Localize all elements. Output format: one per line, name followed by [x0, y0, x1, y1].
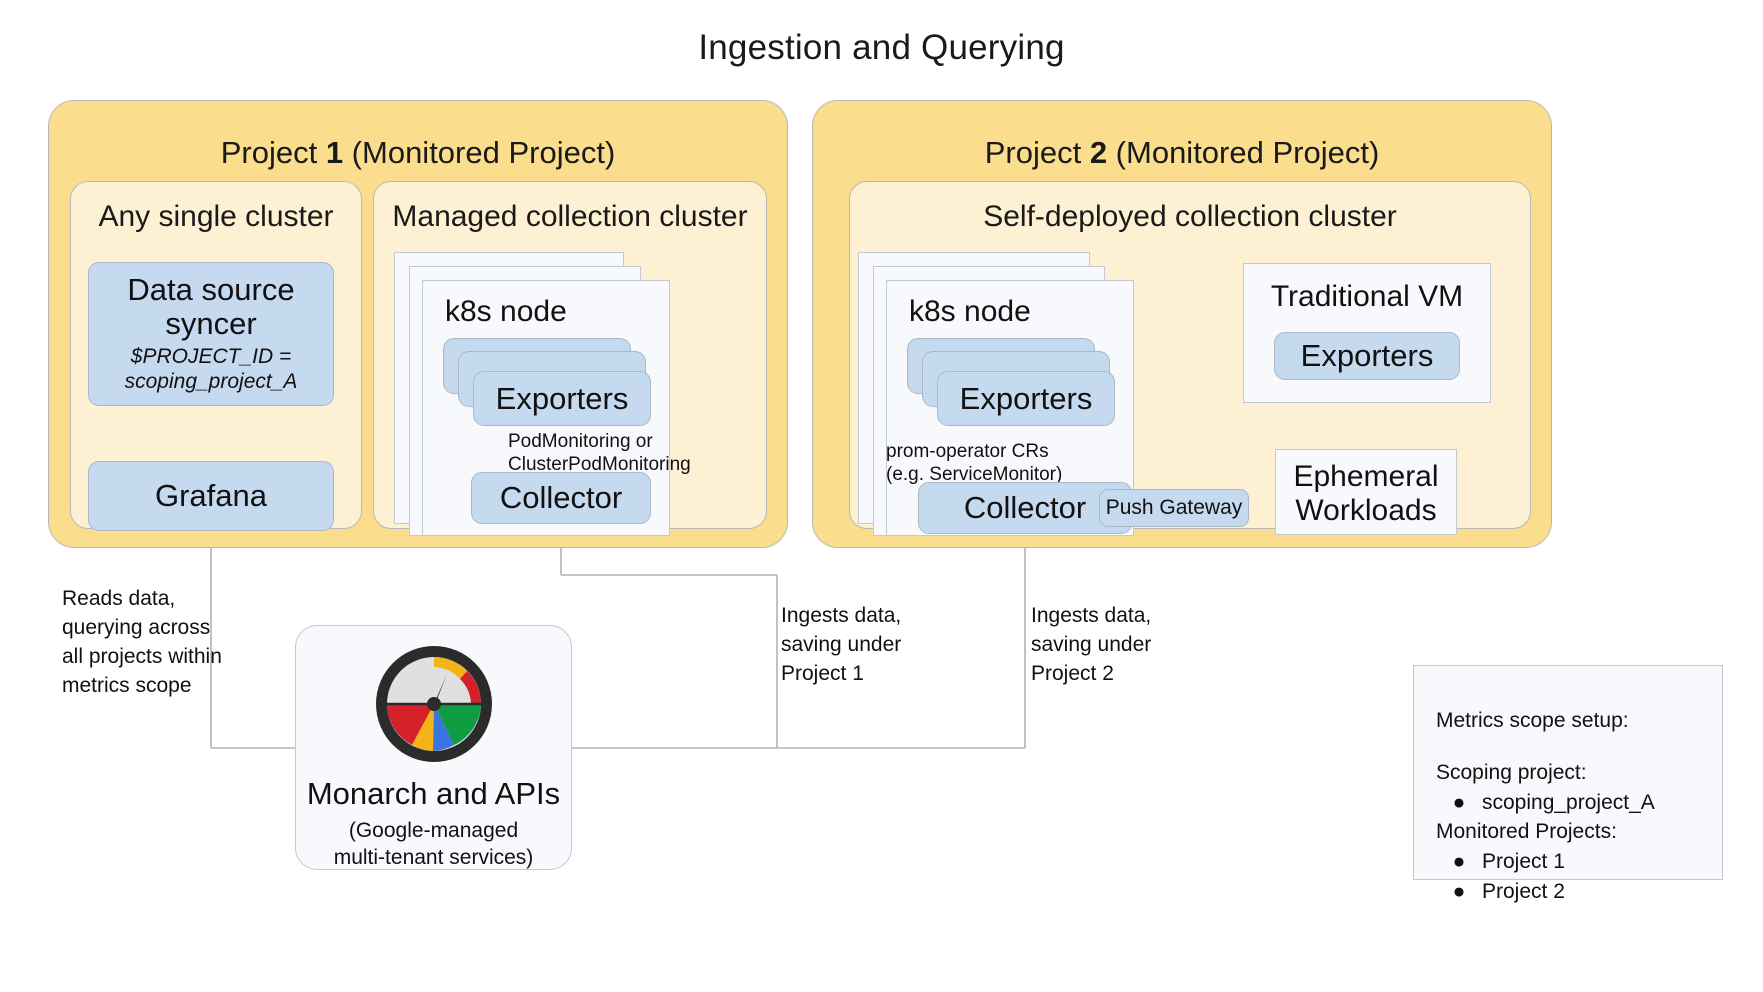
cluster-managed-collection-title: Managed collection cluster: [392, 200, 748, 233]
monitored-project-item-2-label: Project 2: [1482, 880, 1565, 904]
pod-monitoring-line-1: PodMonitoring or: [508, 431, 653, 452]
cluster-any-single-title: Any single cluster: [98, 200, 334, 233]
project-2-number: 2: [1089, 135, 1108, 170]
monitored-project-item-1: ● Project 1: [1436, 847, 1712, 877]
k8s-node-label-2: k8s node: [909, 295, 1031, 328]
reads-data-label: Reads data, querying across all projects…: [62, 587, 222, 697]
exporters-box-2[interactable]: Exporters: [937, 371, 1115, 426]
prom-operator-edge-label: prom-operator CRs (e.g. ServiceMonitor): [886, 440, 1106, 486]
pod-monitoring-line-2: ClusterPodMonitoring: [508, 454, 691, 476]
syncer-project-id: $PROJECT_ID = scoping_project_A: [124, 345, 298, 394]
bullet-dot-icon: ●: [1452, 850, 1466, 874]
pod-monitoring-edge-label: PodMonitoring or ClusterPodMonitoring: [508, 430, 728, 476]
monarch-subtitle-line-2: multi-tenant services): [333, 845, 534, 869]
project-2-label-suffix: (Monitored Project): [1107, 135, 1380, 170]
diagram-title: Ingestion and Querying: [698, 28, 1065, 67]
project-1-label-prefix: Project: [220, 135, 326, 170]
collector-box-1[interactable]: Collector: [471, 472, 651, 524]
scoping-project-item-label: scoping_project_A: [1482, 790, 1655, 814]
monarch-gauge-icon: [374, 644, 494, 769]
project-2-title: Project 2 (Monitored Project): [813, 135, 1551, 171]
grafana-box[interactable]: Grafana: [88, 461, 334, 531]
project-2-label-prefix: Project: [984, 135, 1090, 170]
bullet-dot-icon: ●: [1452, 880, 1466, 904]
ephemeral-workloads-line-1: Ephemeral: [1293, 460, 1439, 493]
monitored-project-item-1-label: Project 1: [1482, 850, 1565, 874]
exporters-box-1[interactable]: Exporters: [473, 371, 651, 426]
monarch-title: Monarch and APIs: [306, 776, 561, 811]
bullet-dot-icon: ●: [1452, 790, 1466, 814]
exporters-box-vm[interactable]: Exporters: [1274, 332, 1460, 380]
monarch-subtitle: (Google-managed multi-tenant services): [296, 818, 571, 872]
k8s-node-label-1: k8s node: [445, 295, 567, 328]
scoping-project-item: ● scoping_project_A: [1436, 788, 1712, 818]
scoping-project-heading: Scoping project:: [1436, 760, 1587, 784]
push-gateway-box[interactable]: Push Gateway: [1099, 489, 1249, 527]
metrics-scope-setup-card: Metrics scope setup: Scoping project: ● s…: [1413, 665, 1723, 903]
monitored-projects-heading: Monitored Projects:: [1436, 820, 1617, 844]
syncer-line-2: syncer: [165, 305, 257, 341]
metrics-scope-heading: Metrics scope setup:: [1436, 709, 1629, 732]
ingests-project2-label: Ingests data, saving under Project 2: [1031, 604, 1152, 685]
ephemeral-workloads-line-2: Workloads: [1295, 493, 1437, 527]
monitored-project-item-2: ● Project 2: [1436, 877, 1712, 907]
prom-operator-line-2: (e.g. ServiceMonitor): [886, 464, 1063, 486]
collector-box-2[interactable]: Collector: [918, 482, 1132, 534]
cluster-self-deployed-title: Self-deployed collection cluster: [983, 200, 1397, 233]
project-1-number: 1: [325, 135, 344, 170]
ingests-project1-label: Ingests data, saving under Project 1: [781, 604, 902, 685]
data-source-syncer-box[interactable]: Data source syncer $PROJECT_ID = scoping…: [88, 262, 334, 406]
metrics-scope-body: Metrics scope setup: Scoping project: ● s…: [1436, 706, 1712, 907]
traditional-vm-title: Traditional VM: [1270, 280, 1464, 313]
project-1-label-suffix: (Monitored Project): [343, 135, 616, 170]
prom-operator-line-1: prom-operator CRs: [886, 441, 1049, 462]
syncer-line-1: Data source: [127, 272, 295, 308]
monarch-and-apis-card[interactable]: Monarch and APIs (Google-managed multi-t…: [295, 625, 572, 870]
monarch-subtitle-line-1: (Google-managed: [348, 819, 519, 842]
ephemeral-workloads-card: Ephemeral Workloads: [1275, 449, 1457, 535]
project-1-title: Project 1 (Monitored Project): [49, 135, 787, 171]
